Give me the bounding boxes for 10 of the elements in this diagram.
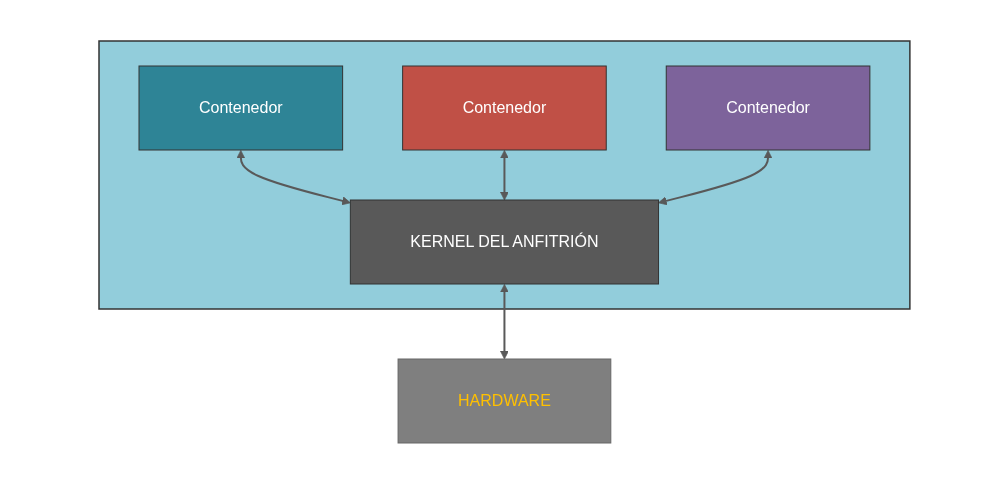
node-box: KERNEL DEL ANFITRIÓN — [349, 199, 659, 285]
cluster — [97, 40, 911, 310]
node-box: Contenedor — [665, 65, 870, 151]
arrow — [499, 284, 509, 360]
arrow — [499, 150, 509, 201]
node-box: HARDWARE — [397, 358, 611, 444]
arrow — [236, 150, 351, 206]
arrow — [657, 150, 773, 206]
node-box: Contenedor — [138, 65, 343, 151]
node-box: Contenedor — [401, 65, 607, 151]
